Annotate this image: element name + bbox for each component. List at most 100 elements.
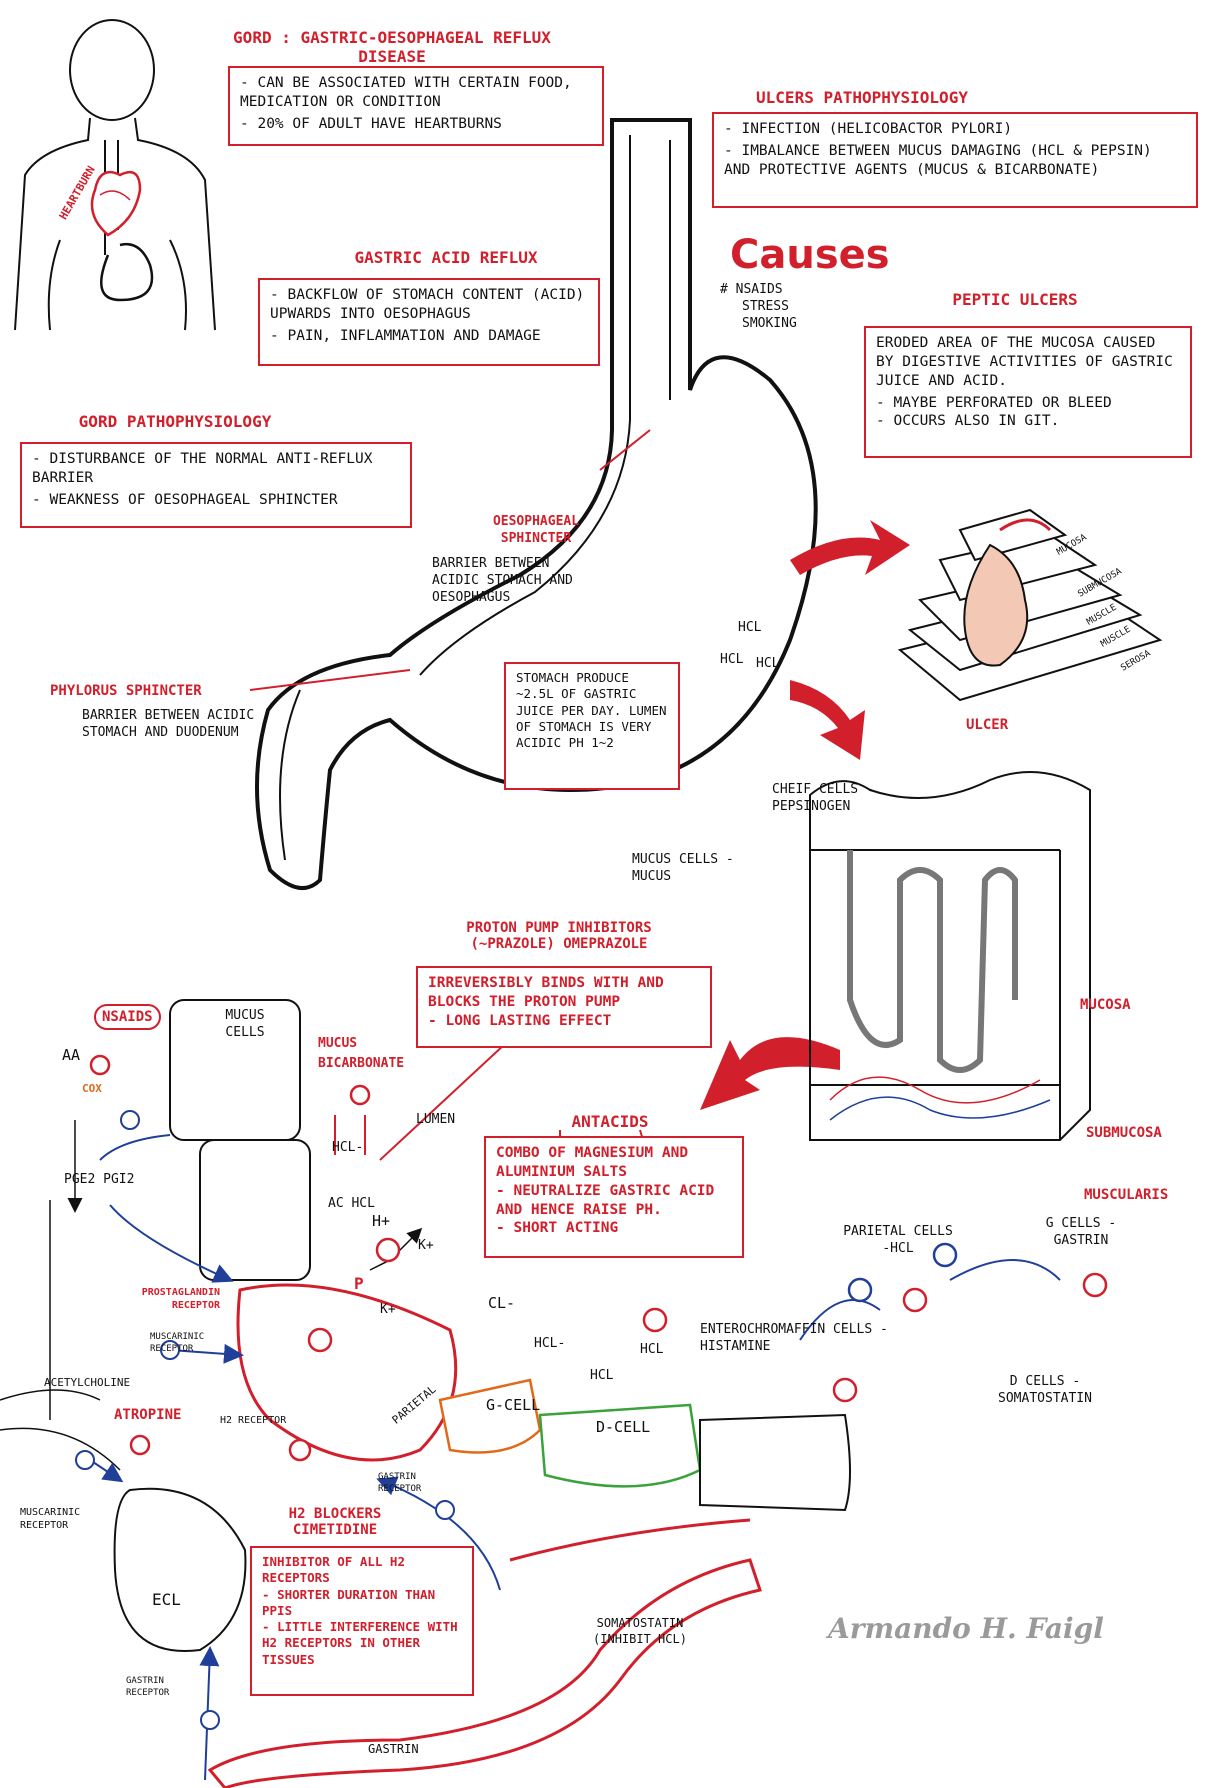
tissue-layers-illustration [897,508,1163,702]
red-arrows [700,520,910,1110]
antacids-point-2: - NEUTRALIZE GASTRIC ACID AND HENCE RAIS… [496,1182,715,1218]
ulcers-patho-title: ULCERS PATHOPHYSIOLOGY [756,88,968,107]
peptic-ulcers-point-3-text: OCCURS ALSO IN GIT. [893,413,1060,430]
h2-blockers-point-2-text: SHORTER DURATION THAN PPIs [262,1586,436,1618]
gord-title: GORD : GASTRIC-OESOPHAGEAL REFLUX DISEAS… [233,28,551,66]
cause-item-1: # NSAIDS [720,282,783,297]
gastrin-label: GASTRIN [368,1742,419,1756]
muscularis-label: MUSCULARIS [1084,1187,1169,1203]
gord-box: CAN BE ASSOCIATED WITH CERTAIN FOOD, MED… [228,66,604,146]
gord-patho-title: GORD PATHOPHYSIOLOGY [78,412,272,431]
hcl-label-b: HCl [640,1342,664,1357]
aa-label: AA [62,1046,81,1064]
gord-point-1: CAN BE ASSOCIATED WITH CERTAIN FOOD, MED… [240,74,592,112]
oesophageal-sphincter-title: OESOPHAGEAL SPHINCTER [492,514,580,546]
ppi-point-1: IRREVERSIBLY BINDS WITH AND BLOCKS THE P… [428,975,664,1010]
cox-label: COX [82,1082,102,1095]
antacids-point-3: - SHORT ACTING [496,1220,619,1237]
chief-cells-label: CHEIF CELLS -PEPSINOGEN [772,782,874,814]
ulcers-patho-point-2: IMBALANCE BETWEEN MUCUS DAMAGING (HCl & … [724,142,1186,180]
atropine-label: ATROPINE [114,1407,182,1423]
peptic-ulcers-point-2-text: MAYBE PERFORATED OR BLEED [893,394,1112,411]
enterochromaffin-label: ENTEROCHROMAFFIN CELLS -HISTAMINE [700,1322,888,1354]
mucosa-label: MUCOSA [1080,997,1131,1013]
stomach-illustration [254,118,818,890]
h2-blockers-point-3-text: LITTLE INTERFERENCE WITH H2 RECEPTORS IN… [262,1619,458,1667]
antacids-point-1: COMBO OF MAGNESIUM AND ALUMINIUM SALTS [496,1145,689,1180]
ppi-point-2-text: LONG LASTING EFFECT [445,1012,612,1029]
stomach-hcl-1: HCl [738,620,762,635]
author-signature: Armando H. Faigl [828,1612,1104,1645]
h2-blockers-title: H2 BLOCKERS CIMETIDINE [288,1506,382,1538]
ulcer-label: ULCER [966,717,1009,733]
g-cell-label: G-CELL [486,1396,541,1414]
d-cells-label: D CELLS -SOMATOSTATIN [998,1374,1092,1406]
stomach-hcl-3: HCl [756,656,780,671]
somatostatin-label: SOMATOSTATIN (INHIBIT HCl) [593,1616,687,1646]
parietal-cells-label: PARIETAL CELLS -HCL [843,1224,953,1256]
acid-hcl-label: AC HCl [328,1196,375,1211]
blue-pathways [89,1134,1061,1781]
muscarinic-receptor-label-2: MUSCARINIC RECEPTOR [20,1507,81,1531]
k-plus-label-2: K+ [380,1302,396,1317]
cl-minus-label: Cl- [488,1294,516,1312]
proton-pump-label: P [354,1274,364,1293]
oesophageal-sphincter-desc: BARRIER BETWEEN ACIDIC STOMACH AND OESOP… [432,556,573,605]
causes-title: Causes [730,232,890,278]
gord-patho-box: DISTURBANCE OF THE NORMAL ANTI-REFLUX BA… [20,442,412,528]
gastrin-receptor-label-2: GASTRIN RECEPTOR [126,1676,170,1698]
d-cell-label: D-CELL [596,1418,651,1436]
causes-list: # NSAIDS STRESS SMOKING [720,282,797,333]
gastric-acid-reflux-point-2: PAIN, INFLAMMATION AND DAMAGE [270,327,588,346]
peptic-ulcers-box: ERODED AREA OF THE MUCOSA CAUSED BY DIGE… [864,326,1192,458]
peptic-ulcers-point-2: - MAYBE PERFORATED OR BLEED [876,394,1112,411]
nsaids-label: NSAIDS [94,1004,161,1031]
hcl-label-a: HCl- [534,1336,566,1351]
antacids-point-3-text: SHORT ACTING [513,1220,619,1237]
gastric-acid-reflux-box: BACKFLOW OF STOMACH CONTENT (ACID) UPWAR… [258,278,600,366]
antacids-title: ANTACIDS [571,1112,649,1131]
gastrin-receptor-label: GASTRIN RECEPTOR [378,1472,422,1494]
pylorus-sphincter-desc: BARRIER BETWEEN ACIDIC STOMACH AND DUODE… [82,708,255,740]
peptic-ulcers-point-1: ERODED AREA OF THE MUCOSA CAUSED BY DIGE… [876,335,1173,389]
hcl-minus-label: HCl- [332,1140,364,1155]
plus-icon [75,1110,958,1730]
muscarinic-receptor-label: MUSCARINIC RECEPTOR [150,1332,205,1354]
h2-blockers-box: INHIBITOR OF ALL H2 RECEPTORS - SHORTER … [250,1546,474,1696]
gastric-acid-reflux-point-1: BACKFLOW OF STOMACH CONTENT (ACID) UPWAR… [270,286,588,324]
h2-receptor-label: H2 RECEPTOR [220,1415,287,1426]
acetylcholine-label: ACETYLCHOLINE [44,1376,131,1389]
pge-label: PGE2 PGI2 [64,1172,135,1187]
submucosa-label: SUBMUCOSA [1086,1125,1162,1141]
bicarbonate-label: BICARBONATE [318,1056,405,1071]
ulcer-icon [963,518,1052,667]
ppi-box: IRREVERSIBLY BINDS WITH AND BLOCKS THE P… [416,966,712,1048]
prostaglandin-receptor-label: PROSTAGLANDIN RECEPTOR [141,1287,220,1311]
antacids-box: COMBO OF MAGNESIUM AND ALUMINIUM SALTS -… [484,1136,744,1258]
h2-blockers-point-1: INHIBITOR OF ALL H2 RECEPTORS [262,1554,405,1586]
g-cells-label: G CELLS -GASTRIN [1045,1216,1117,1248]
ulcers-patho-point-1: INFECTION (HELICOBACTOR PYLORI) [724,120,1186,139]
heart-icon [90,170,142,237]
k-plus-label: K+ [418,1238,434,1253]
stomach-hcl-2: HCl [720,652,744,667]
pylorus-sphincter-title: PHYLORUS SPHINCTER [50,683,202,699]
h-plus-label: H+ [372,1212,391,1230]
peptic-ulcers-point-3: - OCCURS ALSO IN GIT. [876,413,1060,430]
gord-patho-point-1: DISTURBANCE OF THE NORMAL ANTI-REFLUX BA… [32,450,400,488]
stomach-info-box: STOMACH PRODUCE ~2.5L OF GASTRIC JUICE P… [504,662,680,790]
torso-figure [14,19,216,331]
cells-illustration [113,999,851,1788]
peptic-ulcers-title: PEPTIC ULCERS [952,290,1078,309]
gastric-gland-illustration [809,771,1091,1141]
mucus-label: MUCUS [318,1036,358,1051]
cause-item-2: STRESS [742,298,789,314]
gastric-acid-reflux-title: GASTRIC ACID REFLUX [354,248,538,267]
hcl-label-c: HCl [590,1368,614,1383]
mucus-cells-label: MUCUS CELLS [225,1008,265,1040]
ppi-point-2: - LONG LASTING EFFECT [428,1012,612,1029]
antacids-point-2-text: NEUTRALIZE GASTRIC ACID AND HENCE RAISE … [496,1182,715,1218]
ecl-label: ECL [152,1590,181,1609]
lumen-label: LUMEN [416,1112,456,1127]
